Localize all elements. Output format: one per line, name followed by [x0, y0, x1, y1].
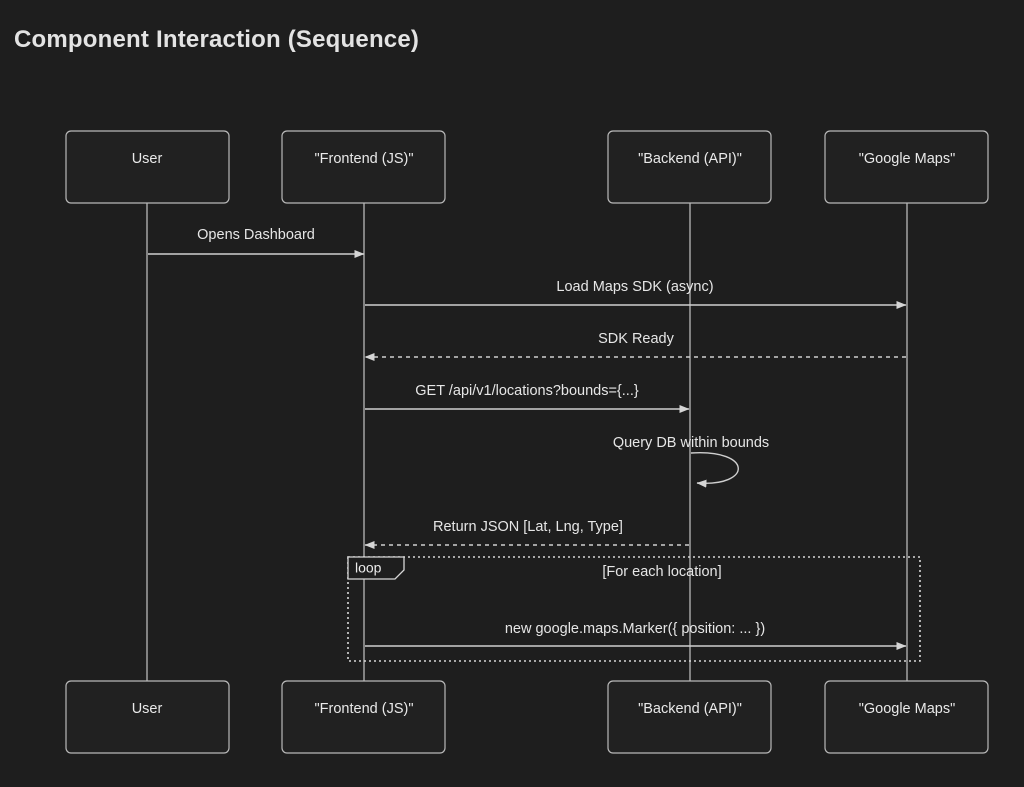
participant-label: User: [132, 151, 163, 167]
participant-top-frontend[interactable]: "Frontend (JS)": [281, 130, 446, 204]
participant-bottom-user[interactable]: User: [65, 680, 230, 754]
participant-label: User: [132, 701, 163, 717]
participant-top-maps[interactable]: "Google Maps": [824, 130, 989, 204]
fragment-tab-label: loop: [355, 560, 382, 576]
message-4[interactable]: Query DB within bounds: [613, 435, 769, 488]
participant-box[interactable]: [281, 130, 446, 204]
message-label: Return JSON [Lat, Lng, Type]: [433, 519, 623, 535]
message-6[interactable]: new google.maps.Marker({ position: ... }…: [365, 621, 907, 650]
message-label: Query DB within bounds: [613, 435, 769, 451]
participant-label: "Frontend (JS)": [315, 151, 414, 167]
message-5[interactable]: Return JSON [Lat, Lng, Type]: [364, 519, 689, 549]
participant-label: "Backend (API)": [638, 151, 742, 167]
participant-top-user[interactable]: User: [65, 130, 230, 204]
message-label: Opens Dashboard: [197, 227, 315, 243]
message-1[interactable]: Load Maps SDK (async): [365, 279, 907, 309]
message-label: new google.maps.Marker({ position: ... }…: [505, 621, 765, 637]
message-label: SDK Ready: [598, 331, 675, 347]
participant-label: "Backend (API)": [638, 701, 742, 717]
message-0[interactable]: Opens Dashboard: [148, 227, 365, 258]
participant-box[interactable]: [607, 130, 772, 204]
participant-bottom-backend[interactable]: "Backend (API)": [607, 680, 772, 754]
participant-bottom-maps[interactable]: "Google Maps": [824, 680, 989, 754]
message-label: GET /api/v1/locations?bounds={...}: [415, 383, 639, 399]
fragment-loop[interactable]: loop [For each location]: [347, 556, 921, 662]
message-label: Load Maps SDK (async): [556, 279, 713, 295]
lifelines-layer: [146, 203, 908, 681]
participant-box[interactable]: [607, 680, 772, 754]
fragment-condition-label: [For each location]: [602, 564, 721, 580]
message-2[interactable]: SDK Ready: [364, 331, 906, 361]
participant-box[interactable]: [824, 680, 989, 754]
participant-bottom-frontend[interactable]: "Frontend (JS)": [281, 680, 446, 754]
message-self-loop-arrow: [690, 452, 739, 488]
fragment-tab: [347, 556, 405, 580]
participant-box[interactable]: [281, 680, 446, 754]
participant-box[interactable]: [65, 130, 230, 204]
fragment-frame: [347, 556, 921, 662]
participant-label: "Google Maps": [859, 151, 956, 167]
participant-box[interactable]: [65, 680, 230, 754]
message-3[interactable]: GET /api/v1/locations?bounds={...}: [365, 383, 690, 413]
page-title: Component Interaction (Sequence): [14, 26, 420, 53]
participant-top-backend[interactable]: "Backend (API)": [607, 130, 772, 204]
participant-label: "Frontend (JS)": [315, 701, 414, 717]
participant-label: "Google Maps": [859, 701, 956, 717]
fragments-layer: loop [For each location]: [347, 556, 921, 662]
participant-box[interactable]: [824, 130, 989, 204]
